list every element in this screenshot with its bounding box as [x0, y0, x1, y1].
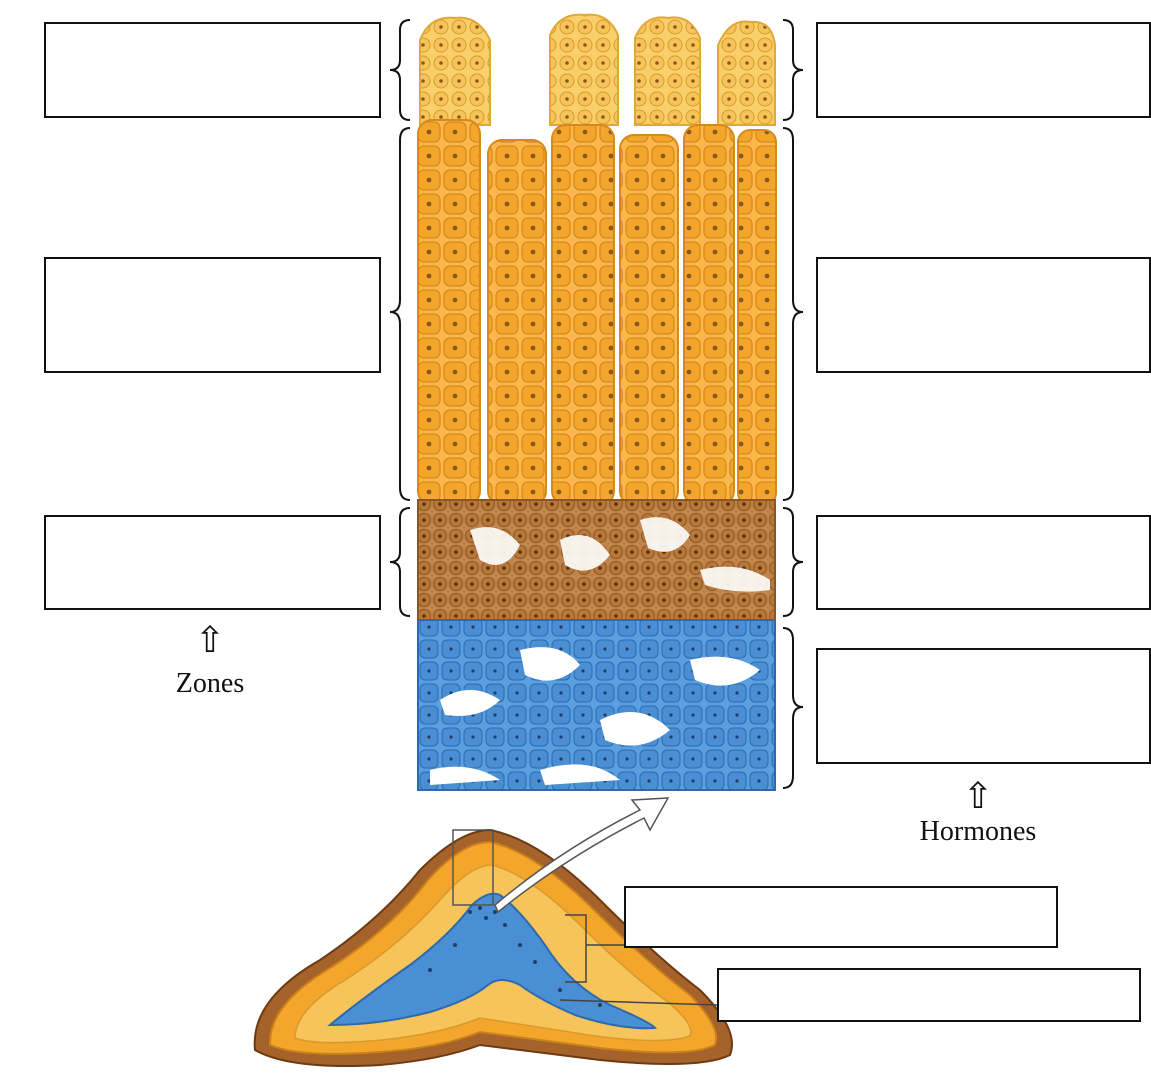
zones-up-arrow-icon: ⇧ [180, 620, 240, 661]
zone-box-2[interactable] [44, 257, 381, 373]
zones-label: Zones [140, 668, 280, 700]
hormone-box-2[interactable] [816, 257, 1151, 373]
zone-box-3[interactable] [44, 515, 381, 610]
zona-reticularis-layer [418, 500, 775, 625]
left-brackets [390, 20, 410, 616]
zona-glomerulosa-layer [420, 15, 775, 125]
gland-box-medulla[interactable] [717, 968, 1141, 1022]
zona-fasciculata-layer [418, 120, 776, 505]
hormones-up-arrow-icon: ⇧ [948, 776, 1008, 817]
hormone-box-1[interactable] [816, 22, 1151, 118]
gland-box-cortex[interactable] [624, 886, 1058, 948]
zone-box-1[interactable] [44, 22, 381, 118]
medulla-layer [418, 620, 775, 790]
hormone-box-3[interactable] [816, 515, 1151, 610]
hormone-box-4[interactable] [816, 648, 1151, 764]
hormones-label: Hormones [898, 816, 1058, 848]
right-brackets [783, 20, 803, 788]
